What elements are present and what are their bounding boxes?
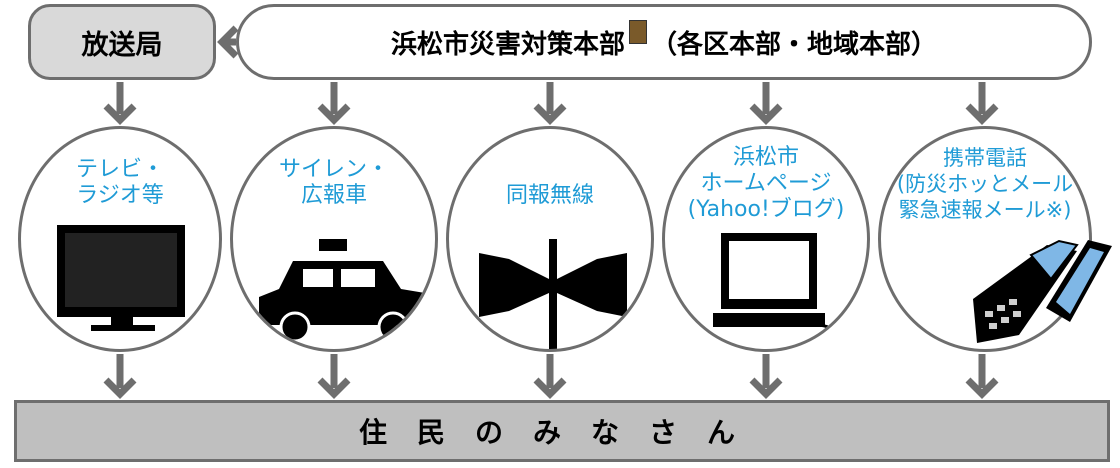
document-icon [629, 20, 647, 44]
channel-mobile: 携帯電話 (防災ホッとメール 緊急速報メール※) [878, 126, 1092, 352]
hq-label-sub: （各区本部・地域本部） [651, 29, 938, 60]
arrow-down-top-4-head [965, 103, 999, 125]
hq-box: 浜松市災害対策本部 （各区本部・地域本部） [236, 4, 1092, 80]
bottom-arrows [103, 354, 999, 399]
arrow-down-top-2-head [533, 103, 567, 125]
loudspeaker-icon [479, 239, 627, 349]
residents-bar: 住民のみなさん [14, 400, 1110, 462]
broadcaster-label: 放送局 [81, 29, 163, 61]
arrow-down-bottom-0-head [103, 377, 137, 399]
arrow-down-top-3-head [749, 103, 783, 125]
channel-label: テレビ・ ラジオ等 [75, 157, 164, 208]
channel-label: サイレン・ 広報車 [278, 157, 389, 208]
mobile-phone-icon [973, 239, 1079, 343]
hq-label-main: 浜松市災害対策本部 [390, 29, 625, 60]
pa-car-icon [259, 239, 425, 343]
broadcaster-box: 放送局 [28, 4, 216, 80]
channel-radio-broadcast: 同報無線 [446, 126, 654, 352]
channel-label: 浜松市 ホームページ (Yahoo!ブログ) [687, 145, 845, 222]
channel-homepage: 浜松市 ホームページ (Yahoo!ブログ) [662, 126, 870, 352]
mobile-phone-lid-icon [1046, 240, 1112, 322]
arrow-down-top-1-head [317, 103, 351, 125]
top-arrows [103, 82, 999, 125]
arrow-down-bottom-1-head [317, 377, 351, 399]
arrow-down-bottom-4-head [965, 377, 999, 399]
arrow-down-top-0-head [103, 103, 137, 125]
channel-label: 携帯電話 (防災ホッとメール 緊急速報メール※) [896, 146, 1074, 222]
channel-siren-car: サイレン・ 広報車 [230, 126, 438, 352]
computer-icon [713, 233, 846, 335]
arrow-down-bottom-2-head [533, 377, 567, 399]
arrow-hq-to-broadcaster-head [217, 25, 239, 59]
tv-icon [57, 225, 185, 331]
arrow-down-bottom-3-head [749, 377, 783, 399]
channel-tv-radio: テレビ・ ラジオ等 [18, 126, 222, 352]
channel-label: 同報無線 [505, 183, 594, 208]
residents-label: 住民のみなさん [358, 416, 765, 449]
